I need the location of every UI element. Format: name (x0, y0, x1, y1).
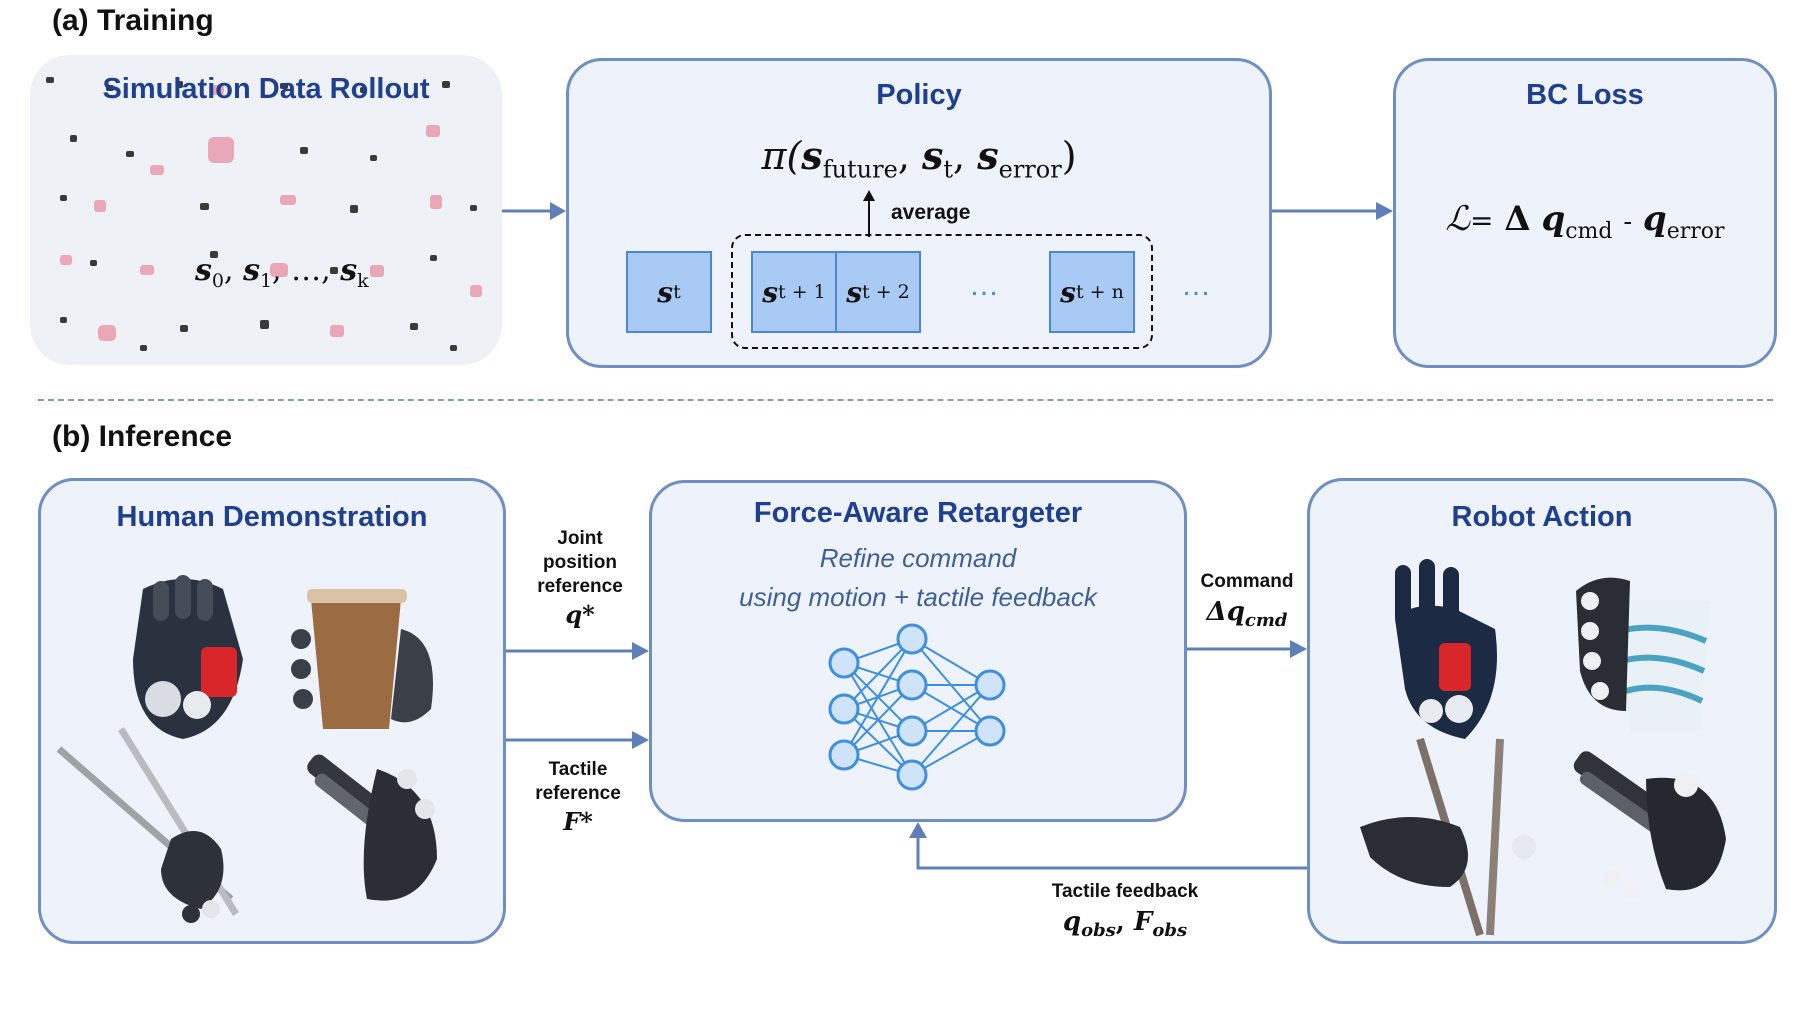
tactile-label-line2: reference (535, 783, 621, 804)
training-arrows (502, 202, 1393, 220)
bc-loss-symbol: ℒ (1445, 199, 1470, 239)
bc-loss-q-cmd: q (1541, 199, 1566, 239)
policy-sub-t: t (943, 155, 954, 184)
command-delta-q: Δq (1206, 597, 1245, 627)
state-st1-symbol: s (762, 275, 779, 309)
tactile-label-line1: Tactile (548, 759, 608, 780)
bc-loss-q-error: q (1642, 199, 1667, 239)
policy-close-paren: ) (1061, 134, 1077, 178)
command-label-text: Command (1200, 571, 1294, 592)
rollout-sk-symbol: s (340, 253, 358, 288)
tactile-feedback-label: Tactile feedback qobs, Fobs (1030, 880, 1220, 943)
feedback-q-sub: obs (1081, 920, 1116, 942)
state-st2-symbol: s (846, 275, 863, 309)
robot-stapler-grasp-image (1573, 751, 1726, 898)
command-symbol: Δqcmd (1186, 597, 1308, 633)
retargeter-box: Force-Aware Retargeter Refine command us… (649, 480, 1187, 822)
robot-hand-grasp-image (1395, 559, 1497, 739)
policy-sub-error: error (998, 155, 1062, 184)
retargeter-desc-line2: using motion + tactile feedback (739, 582, 1097, 612)
tactile-symbol: F* (563, 807, 593, 836)
human-stapler-grasp-image (307, 754, 437, 901)
policy-s-error: s (977, 133, 999, 178)
average-arrow (863, 190, 875, 237)
tactile-feedback-text: Tactile feedback (1051, 881, 1199, 902)
policy-formula: π(sfuture, st, serror) (761, 133, 1077, 184)
feedback-F-sub: obs (1152, 920, 1188, 942)
joint-label-line2: position (543, 552, 617, 573)
human-glove-grasp-image (133, 575, 243, 739)
rollout-s0-sub: 0 (211, 270, 224, 292)
rollout-s1-symbol: s (243, 253, 260, 288)
averaging-window (731, 234, 1153, 349)
command-sub: cmd (1244, 610, 1288, 632)
policy-pi: π( (761, 134, 802, 178)
human-demonstration-title: Human Demonstration (116, 501, 428, 533)
simulation-rollout-panel: Simulation Data Rollout s0, s1, …, sk (30, 55, 502, 365)
state-st2-sub: t + 2 (862, 281, 910, 303)
policy-sub-future: future (822, 155, 898, 184)
policy-s-t: s (921, 133, 944, 178)
tactile-feedback-symbols: qobs, Fobs (1062, 907, 1188, 942)
joint-reference-label: Joint position reference q* (520, 527, 640, 627)
joint-label-line3: reference (537, 576, 623, 597)
bc-loss-equals: = (1469, 204, 1494, 237)
window-ellipsis: … (969, 269, 1002, 302)
neural-network-icon (828, 623, 1006, 791)
inference-section-label: (b) Inference (52, 420, 233, 453)
human-tongs-grasp-image (56, 727, 239, 923)
state-stn-sub: t + n (1075, 281, 1124, 303)
state-st1-sub: t + 1 (778, 281, 826, 303)
rollout-sk-sub: k (357, 270, 369, 292)
rollout-s0-symbol: s (195, 253, 212, 288)
retargeter-title: Force-Aware Retargeter (753, 497, 1083, 529)
human-demonstration-box: Human Demonstration (38, 478, 506, 944)
bc-loss-title: BC Loss (1526, 79, 1644, 111)
human-cup-grasp-image (291, 589, 433, 729)
robot-cup-grasp-image (1576, 577, 1710, 731)
joint-symbol: q* (565, 600, 595, 629)
robot-action-title: Robot Action (1451, 501, 1633, 533)
feedback-F: F (1133, 907, 1153, 937)
bc-loss-delta: Δ (1504, 199, 1531, 239)
rollout-ellipsis: , …, (272, 253, 341, 288)
robot-action-box: Robot Action (1307, 478, 1777, 944)
joint-label-line1: Joint (557, 528, 603, 549)
state-st-sub: t (673, 281, 681, 303)
bc-loss-box: BC Loss ℒ= Δ qcmd - qerror (1393, 58, 1777, 368)
bc-loss-formula: ℒ= Δ qcmd - qerror (1396, 199, 1774, 244)
bc-loss-minus: - (1623, 207, 1633, 237)
bc-loss-sub-error: error (1666, 218, 1725, 244)
policy-title: Policy (876, 79, 962, 111)
rollout-s1-sub: 1 (259, 270, 273, 292)
simulation-scatter-image (46, 77, 482, 351)
command-label: Command Δqcmd (1186, 570, 1308, 633)
training-section-label: (a) Training (52, 4, 214, 37)
state-stn-symbol: s (1060, 275, 1076, 309)
retargeter-description: Refine command using motion + tactile fe… (652, 539, 1184, 617)
feedback-q: q (1062, 907, 1082, 937)
simulation-rollout-title: Simulation Data Rollout (102, 73, 430, 105)
policy-s-future: s (801, 133, 823, 178)
rollout-state-sequence: s0, s1, …, sk (195, 253, 369, 292)
tactile-reference-label: Tactile reference F* (518, 758, 638, 834)
robot-tongs-grasp-image (1360, 737, 1536, 937)
feedback-loop-arrow (916, 836, 1307, 870)
trailing-ellipsis: … (1181, 269, 1214, 302)
retargeter-desc-line1: Refine command (819, 543, 1017, 573)
bc-loss-sub-cmd: cmd (1565, 218, 1613, 244)
average-label: average (891, 201, 971, 224)
state-st-symbol: s (657, 275, 674, 309)
section-divider (38, 399, 1773, 401)
